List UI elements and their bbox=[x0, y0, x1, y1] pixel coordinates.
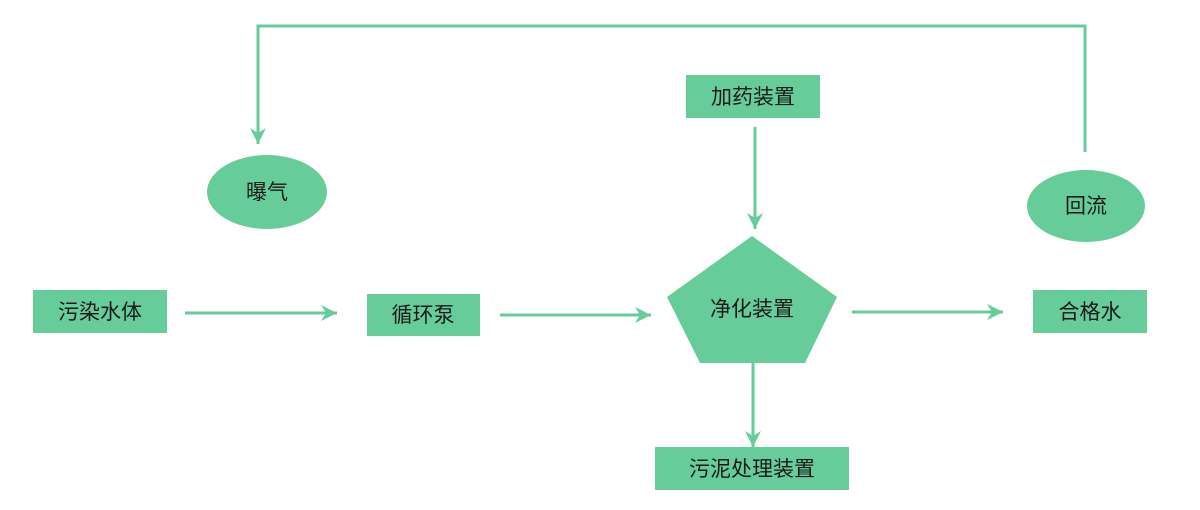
node-sludge-device-label: 污泥处理装置 bbox=[689, 457, 815, 481]
node-qualified-water: 合格水 bbox=[1033, 290, 1147, 333]
node-polluted-water-label: 污染水体 bbox=[58, 300, 142, 324]
node-polluted-water: 污染水体 bbox=[33, 290, 167, 333]
node-dosing-device: 加药装置 bbox=[686, 75, 820, 118]
node-sludge-device: 污泥处理装置 bbox=[655, 447, 849, 490]
node-reflux-label: 回流 bbox=[1065, 194, 1107, 218]
node-circulation-pump: 循环泵 bbox=[367, 294, 480, 336]
arrow-reflux-to-aeration bbox=[250, 24, 1087, 152]
node-purification-device-label: 净化装置 bbox=[710, 297, 794, 321]
node-qualified-water-label: 合格水 bbox=[1059, 300, 1122, 324]
node-reflux: 回流 bbox=[1027, 170, 1145, 242]
node-aeration-label: 曝气 bbox=[246, 180, 288, 204]
node-circulation-pump-label: 循环泵 bbox=[392, 303, 455, 327]
node-aeration: 曝气 bbox=[207, 155, 327, 229]
node-dosing-device-label: 加药装置 bbox=[711, 85, 795, 109]
node-purification-device: 净化装置 bbox=[667, 236, 837, 363]
